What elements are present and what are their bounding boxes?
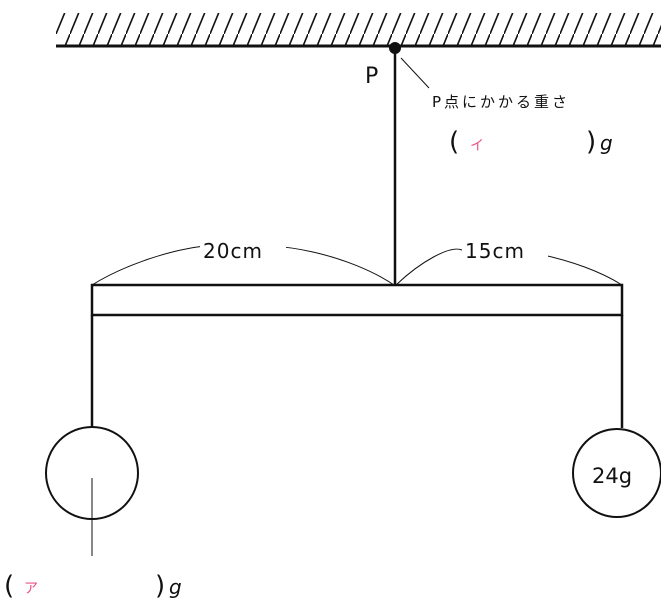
- right-weight: [572, 428, 661, 518]
- answer-i-open-paren: (: [449, 127, 459, 157]
- ceiling-hatching: [56, 13, 661, 46]
- point-p-dot: [389, 42, 401, 54]
- right-length-label-bg: [462, 238, 548, 262]
- answer-i-unit: g: [600, 131, 613, 155]
- ceiling: [56, 13, 661, 48]
- left-length-label: 20cm: [203, 239, 263, 263]
- callout-leader-line: [400, 57, 430, 89]
- answer-blank-a: ( ア ) g: [4, 571, 182, 601]
- answer-a-unit: g: [169, 575, 182, 599]
- answer-a-close-paren: ): [155, 571, 165, 601]
- answer-blank-i: ( イ ) g: [449, 127, 613, 157]
- point-p-label: P: [365, 64, 378, 89]
- callout-text: P点にかかる重さ: [432, 93, 570, 111]
- answer-a-open-paren: (: [4, 571, 14, 601]
- answer-a-letter: ア: [24, 581, 38, 597]
- beam: [90, 283, 624, 317]
- answer-i-letter: イ: [470, 138, 484, 154]
- right-weight-label: 24g: [592, 464, 632, 488]
- answer-i-close-paren: ): [586, 127, 596, 157]
- left-length-label-bg: [200, 238, 286, 262]
- right-length-label: 15cm: [465, 239, 525, 263]
